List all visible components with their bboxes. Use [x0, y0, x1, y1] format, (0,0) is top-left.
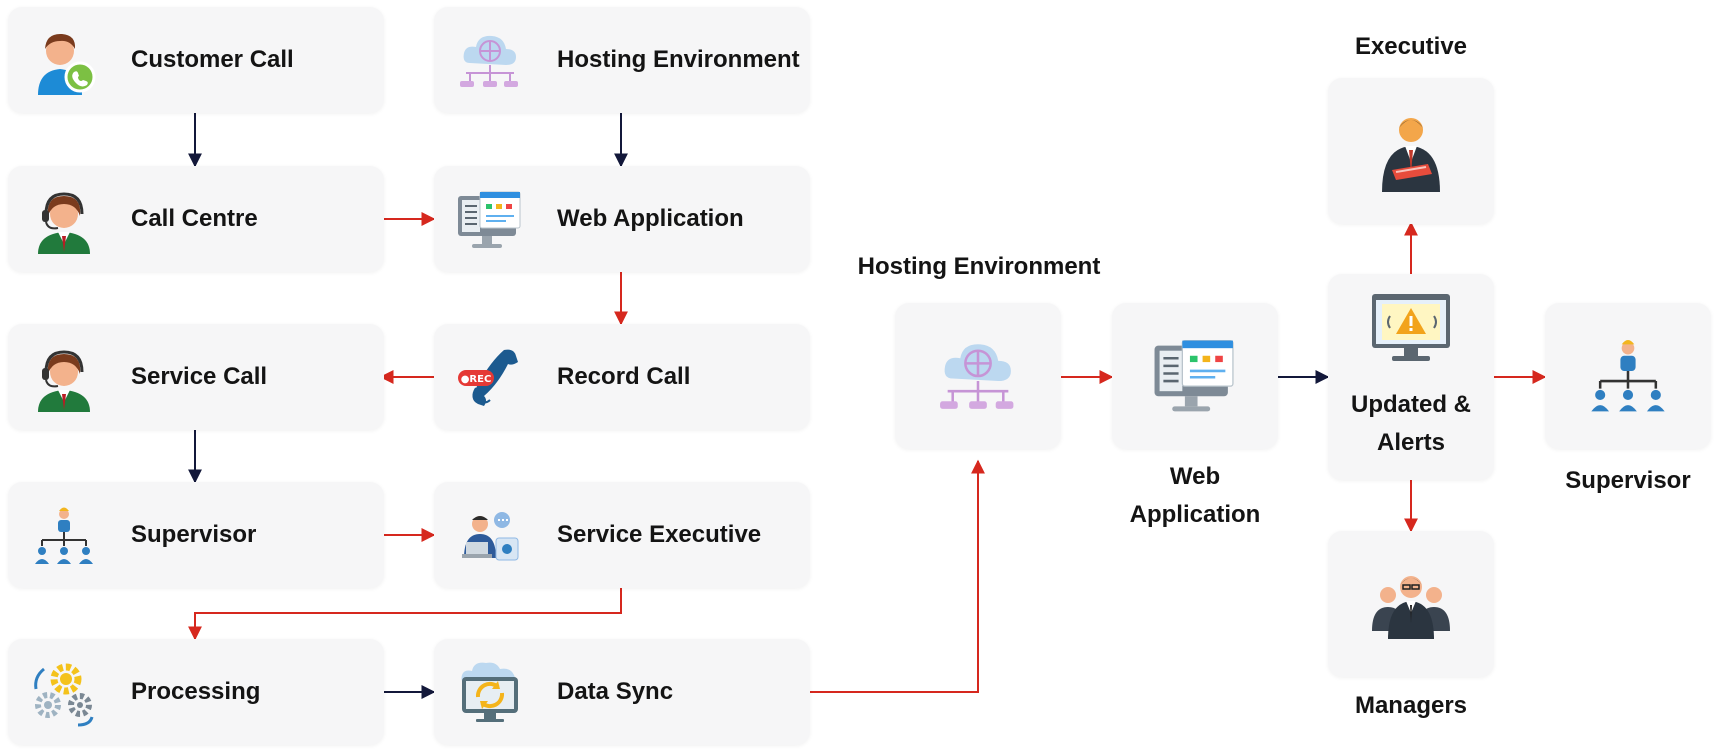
cloud-network-icon	[456, 27, 524, 95]
node-record-call: ●REC Record Call	[434, 324, 810, 430]
node-label: Service Executive	[557, 521, 762, 548]
node-customer-call: Customer Call	[8, 7, 384, 113]
node-updates-alerts: Updated & Alerts	[1328, 274, 1494, 480]
node-label: Call Centre	[131, 205, 258, 232]
team-icon	[1368, 561, 1454, 647]
alert-monitor-icon	[1368, 292, 1454, 364]
caption-line: Application	[1129, 501, 1261, 528]
label-line: Alerts	[1376, 429, 1446, 456]
node-processing: Processing	[8, 639, 384, 745]
org-hierarchy-icon	[1585, 333, 1671, 419]
node-label: Processing	[131, 678, 261, 705]
node-label: Customer Call	[131, 46, 294, 73]
node-label: Service Call	[131, 363, 268, 390]
rec-phone-icon: ●REC	[456, 344, 524, 412]
cloud-network-icon	[935, 333, 1021, 419]
node-label: Updated & Alerts	[1328, 386, 1494, 462]
web-monitor-icon	[1152, 333, 1238, 419]
web-monitor-icon	[456, 186, 524, 254]
arrow-serviceexec-to-processing	[188, 587, 622, 641]
businessman-icon	[1368, 108, 1454, 194]
gears-icon	[30, 659, 98, 727]
headset-agent-icon	[30, 186, 98, 254]
node-web-application: Web Application	[434, 166, 810, 272]
arrow-datasync-to-hosting	[808, 459, 985, 693]
node-label: Record Call	[557, 363, 691, 390]
node-service-call: Service Call	[8, 324, 384, 430]
node-executive	[1328, 78, 1494, 224]
node-web-application-right	[1112, 303, 1278, 449]
node-hosting-environment: Hosting Environment	[434, 7, 810, 113]
node-call-centre: Call Centre	[8, 166, 384, 272]
executive-laptop-icon	[456, 502, 524, 570]
caption-line: Web	[1169, 463, 1221, 490]
node-data-sync: Data Sync	[434, 639, 810, 745]
node-service-executive: Service Executive	[434, 482, 810, 588]
rec-badge: ●REC	[461, 374, 492, 385]
customer-phone-icon	[30, 27, 98, 95]
headset-agent-icon	[30, 344, 98, 412]
caption-hosting-environment: Hosting Environment	[857, 253, 1101, 280]
label-line: Updated &	[1351, 391, 1471, 418]
node-label: Supervisor	[131, 521, 257, 548]
caption-web-application: Web Application	[1112, 458, 1278, 534]
node-supervisor-right	[1545, 303, 1711, 449]
node-label: Data Sync	[557, 678, 674, 705]
node-hosting-environment-right	[895, 303, 1061, 449]
node-managers	[1328, 531, 1494, 677]
caption-managers: Managers	[1354, 692, 1468, 719]
node-supervisor-left: Supervisor	[8, 482, 384, 588]
caption-supervisor: Supervisor	[1565, 467, 1691, 494]
node-label: Web Application	[557, 205, 744, 232]
caption-executive: Executive	[1354, 33, 1468, 60]
node-label: Hosting Environment	[557, 46, 800, 73]
org-hierarchy-icon	[30, 502, 98, 570]
sync-monitor-icon	[456, 659, 524, 727]
